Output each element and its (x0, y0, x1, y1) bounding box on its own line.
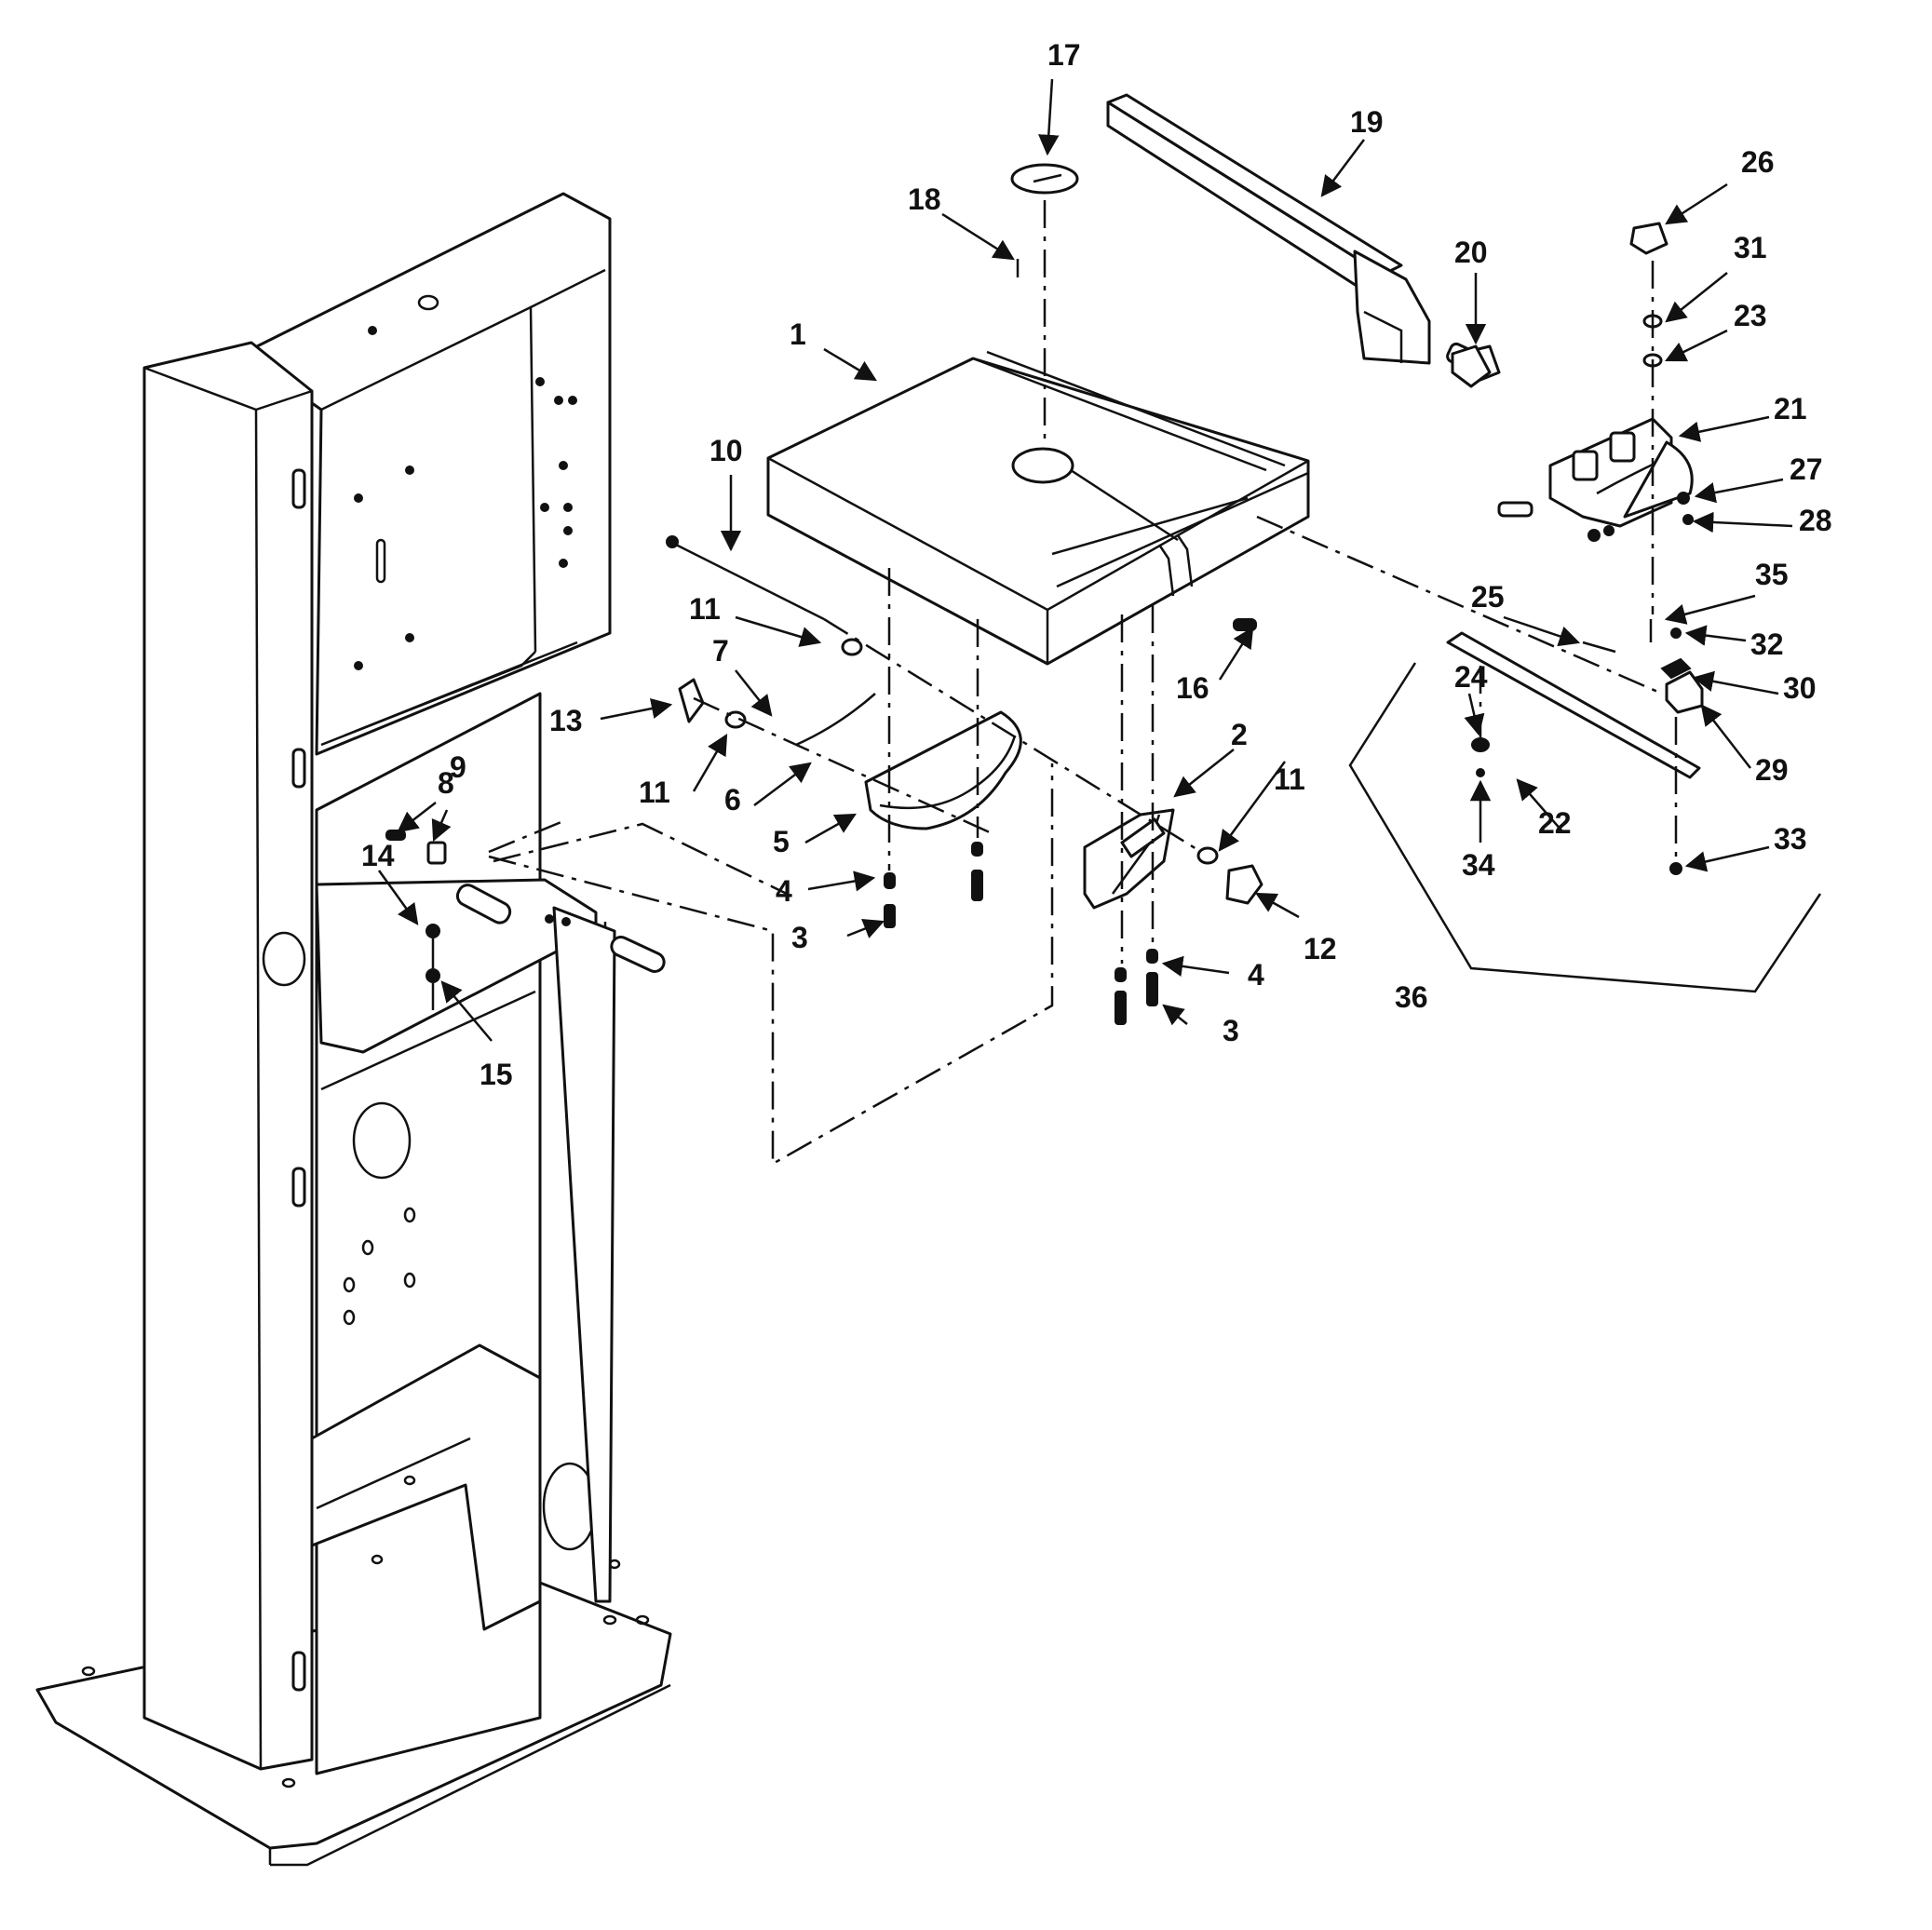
callout-21: 21 (1774, 392, 1807, 425)
callout-8: 8 (438, 766, 454, 800)
callout-26: 26 (1741, 145, 1775, 179)
callout-3: 3 (791, 921, 808, 954)
callout-15: 15 (480, 1058, 513, 1091)
callout-17: 17 (1047, 38, 1081, 72)
callout-labels: 1 2 3 3 4 4 5 6 7 8 9 10 11 11 11 12 13 … (361, 38, 1832, 1091)
callout-14: 14 (361, 839, 395, 872)
trunnion-left (864, 710, 1022, 830)
callout-19: 19 (1350, 105, 1384, 139)
callout-30: 30 (1783, 671, 1817, 705)
callout-1: 1 (790, 317, 806, 351)
table-top (766, 357, 1310, 666)
callout-29: 29 (1755, 753, 1789, 787)
trunnions (864, 710, 1175, 910)
bracket-36 (1348, 662, 1822, 993)
callout-6: 6 (724, 783, 741, 817)
alignment-lines (488, 200, 1678, 1167)
miter-bar (1446, 631, 1701, 779)
callout-2: 2 (1231, 718, 1248, 751)
callout-27: 27 (1790, 452, 1823, 486)
callout-3: 3 (1223, 1014, 1239, 1047)
callout-11: 11 (639, 776, 670, 809)
callout-12: 12 (1304, 932, 1337, 965)
callout-34: 34 (1462, 848, 1495, 882)
callout-35: 35 (1755, 558, 1789, 591)
table-insert-hole (1011, 447, 1074, 484)
rip-fence (1106, 93, 1501, 384)
callout-11: 11 (1274, 763, 1305, 796)
callout-31: 31 (1734, 231, 1767, 264)
miter-gauge (1497, 417, 1694, 542)
main-column (142, 341, 314, 1771)
callout-11: 11 (689, 592, 721, 626)
callout-16: 16 (1176, 671, 1209, 705)
callout-7: 7 (712, 634, 729, 668)
callout-28: 28 (1799, 504, 1832, 537)
callout-24: 24 (1454, 660, 1488, 694)
saw-frame (35, 192, 672, 1867)
callout-36: 36 (1395, 980, 1428, 1014)
callout-13: 13 (549, 704, 583, 737)
callout-32: 32 (1750, 628, 1784, 661)
leader-arrows (377, 78, 1793, 1042)
callout-9: 9 (450, 750, 466, 784)
callout-23: 23 (1734, 299, 1767, 332)
callout-4: 4 (776, 874, 792, 908)
callout-4: 4 (1248, 958, 1264, 992)
callout-18: 18 (908, 182, 941, 216)
callout-5: 5 (773, 825, 790, 858)
callout-25: 25 (1471, 580, 1505, 614)
saw-table (766, 350, 1310, 666)
callout-20: 20 (1454, 236, 1488, 269)
callout-22: 22 (1538, 806, 1572, 840)
callout-33: 33 (1774, 822, 1807, 856)
trunnion-right (1083, 808, 1175, 910)
callout-10: 10 (709, 434, 743, 467)
